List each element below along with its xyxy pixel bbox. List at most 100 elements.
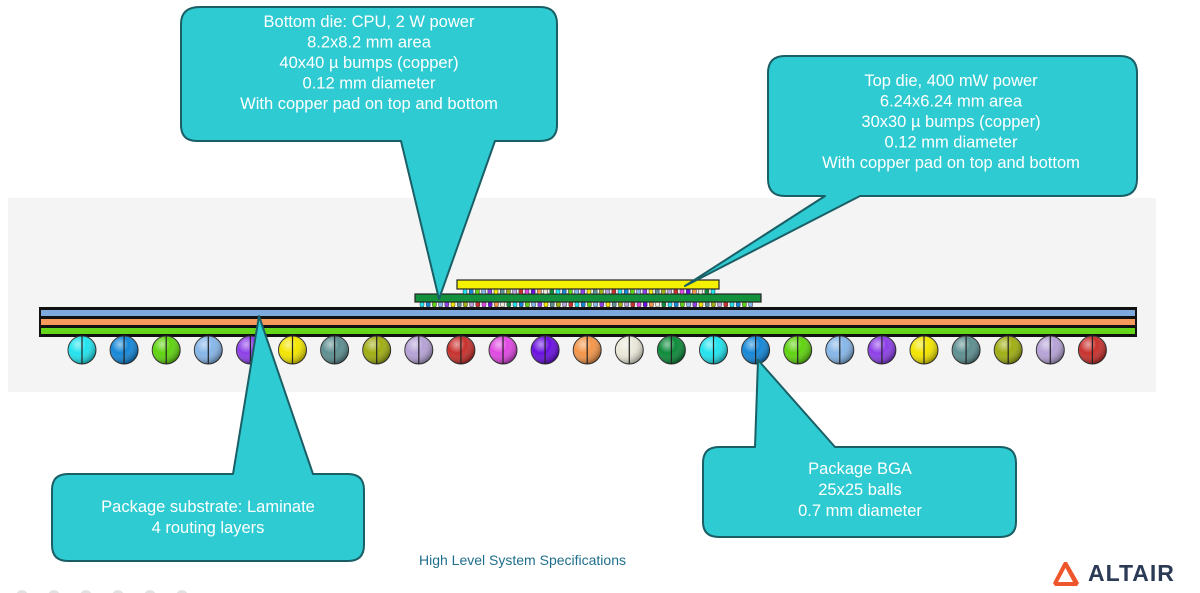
top-die-bumps [462,288,716,295]
micro-bump [530,288,536,295]
micro-bump [475,288,480,295]
callout-line: 0.7 mm diameter [798,502,922,520]
micro-bump [729,301,735,308]
micro-bump [574,301,580,308]
micro-bump [555,288,561,295]
micro-bump [686,301,691,308]
micro-bump [692,288,697,295]
micro-bump [487,301,493,308]
micro-bump [698,288,703,295]
altair-logo: ALTAIR [1052,560,1175,587]
micro-bump [630,301,636,308]
micro-bump [438,301,443,308]
callout-substrate: Package substrate: Laminate 4 routing lay… [51,315,365,562]
micro-bump [667,288,672,295]
micro-bump [444,301,450,308]
micro-bump [543,288,548,295]
micro-bump [537,288,542,295]
micro-bump [543,301,549,308]
micro-bump [562,301,567,308]
callout-line: 4 routing layers [152,519,265,537]
bga-balls [67,335,1107,365]
micro-bump [735,301,741,308]
micro-bump [617,288,623,295]
micro-bump [468,288,474,295]
micro-bump [649,301,654,308]
callout-line: 0.12 mm diameter [885,134,1018,152]
micro-bump [506,301,512,308]
micro-bump [748,301,753,308]
micro-bump [549,301,555,308]
micro-bump [667,301,673,308]
micro-bump [574,288,579,295]
micro-bump [419,301,425,308]
micro-bump [494,301,499,308]
callout-bottom-die: Bottom die: CPU, 2 W power 8.2x8.2 mm are… [180,6,558,300]
micro-bump [636,288,641,295]
micro-bump [642,301,648,308]
micro-bump [580,288,586,295]
substrate-layer-3 [41,328,1135,334]
bga-ball [1035,335,1065,365]
callout-line: With copper pad on top and bottom [240,95,498,113]
micro-bump [568,288,573,295]
micro-bump [524,288,530,295]
micro-bump [723,301,729,308]
micro-bump [525,301,530,308]
micro-bump [642,288,648,295]
micro-bump [593,301,598,308]
micro-bump [692,301,698,308]
micro-bump [425,301,431,308]
micro-bump [493,288,499,295]
bga-ball [404,335,434,365]
micro-bump [611,301,617,308]
micro-bump [605,288,610,295]
bga-ball [488,335,518,365]
micro-bump [499,288,505,295]
micro-bump [648,288,654,295]
micro-bump [698,301,704,308]
micro-bump [611,288,617,295]
micro-bump [618,301,623,308]
micro-bump [549,288,555,295]
top-die [456,279,720,290]
micro-bump [456,301,462,308]
bga-ball [699,335,728,365]
bga-ball [783,335,813,365]
bga-ball [109,335,139,365]
callout-line: 25x25 balls [818,481,901,499]
micro-bump [463,301,468,308]
micro-bump [475,301,481,308]
micro-bump [636,301,642,308]
slide-nav-dots [16,590,188,593]
bga-ball [67,335,97,365]
micro-bump [654,288,660,295]
callout-line: 8.2x8.2 mm area [307,34,432,52]
micro-bump [531,301,536,308]
micro-bump [673,301,679,308]
micro-bump [742,301,747,308]
micro-bump [432,301,437,308]
callout-line: 30x30 µ bumps (copper) [861,113,1040,131]
callout-line: Top die, 400 mW power [864,72,1038,90]
micro-bump [512,301,518,308]
bga-ball [825,335,855,365]
bga-ball [278,335,307,365]
bga-ball [530,335,560,365]
micro-bump [462,288,468,295]
callout-line: Package substrate: Laminate [101,498,315,516]
bga-ball [656,335,686,365]
micro-bump [506,288,511,295]
micro-bump [661,301,667,308]
altair-triangle-icon [1053,561,1079,586]
micro-bump [717,301,722,308]
micro-bump [518,288,524,295]
bga-ball [320,335,350,365]
bga-ball [362,335,392,365]
callout-line: With copper pad on top and bottom [822,154,1080,172]
slide-caption: High Level System Specifications [419,552,626,568]
callout-line: Bottom die: CPU, 2 W power [264,13,475,31]
